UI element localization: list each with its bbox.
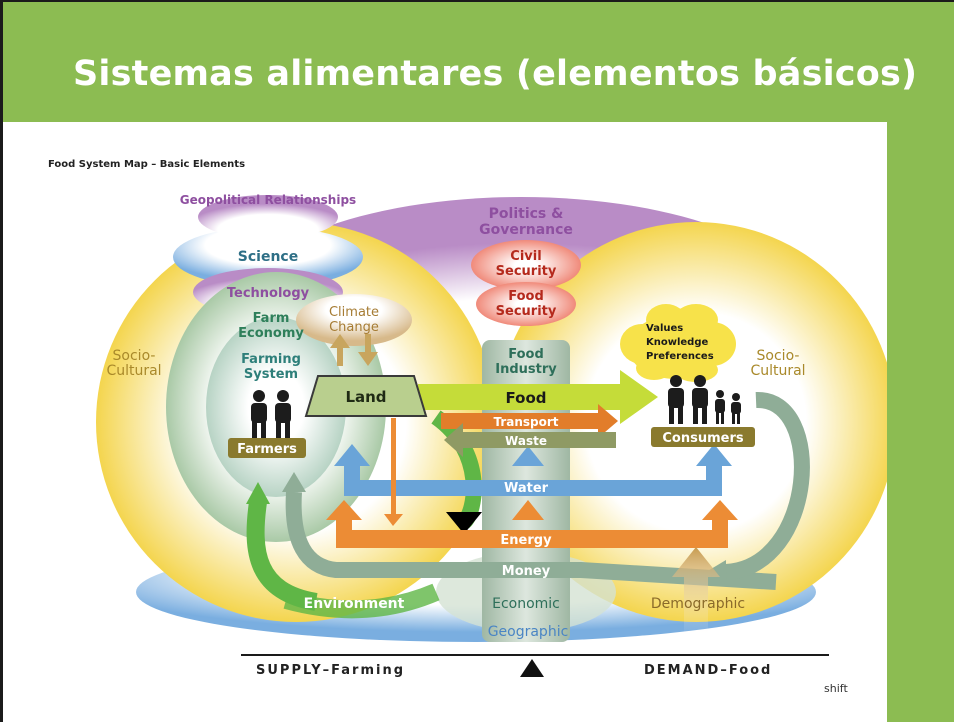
climate-up-stem — [337, 344, 343, 366]
socio-cultural-left-label-2: Cultural — [106, 363, 161, 379]
politics-label-2: Governance — [479, 222, 573, 238]
supply-label: SUPPLY–Farming — [256, 663, 405, 678]
farming-system-label-1: Farming — [241, 352, 301, 367]
land-box — [304, 375, 428, 417]
money-arrow — [285, 491, 777, 590]
diagram-heading: Food System Map – Basic Elements — [48, 159, 245, 170]
food-security-label-1: Food — [508, 289, 544, 304]
geographic-label: Geographic — [488, 624, 569, 640]
energy-center-arrowhead — [512, 500, 544, 520]
environment-arrowhead — [446, 512, 482, 534]
title-bar: Sistemas alimentares (elementos básicos) — [0, 0, 954, 122]
climate-up-arrowhead — [330, 334, 350, 348]
preferences-label: Preferences — [646, 351, 714, 362]
water-label: Water — [504, 481, 549, 496]
climate-down-arrowhead — [358, 352, 378, 366]
science-label: Science — [238, 249, 298, 265]
food-arrow — [418, 384, 623, 410]
shift-logo: shift — [824, 682, 848, 695]
climate-change-label-1: Climate — [329, 305, 379, 320]
fulcrum-icon — [520, 659, 544, 677]
science-band — [173, 227, 363, 287]
land-energy-stem — [391, 418, 396, 518]
socio-cultural-right-label-2: Cultural — [750, 363, 805, 379]
energy-right-arrowhead — [702, 500, 738, 520]
transport-arrow — [441, 413, 599, 429]
water-arrow — [354, 480, 714, 496]
money-arrowhead — [282, 472, 306, 492]
water-center-arrowhead — [512, 446, 544, 466]
transport-label: Transport — [493, 415, 558, 429]
waste-arrowhead — [444, 423, 463, 457]
water-left-arrowhead — [334, 444, 370, 466]
values-label: Values — [646, 323, 683, 334]
values-cloud — [620, 304, 736, 382]
farm-economy-label-1: Farm — [253, 311, 290, 326]
food-system-diagram: Food System Map – Basic Elements Geopoli… — [48, 159, 887, 695]
farmers-label: Farmers — [237, 442, 297, 457]
geopolitical-label: Geopolitical Relationships — [180, 193, 356, 207]
water-right-stem — [706, 462, 722, 496]
food-industry-label-1: Food — [508, 347, 544, 362]
slide-border — [0, 0, 3, 722]
energy-left-arrowhead — [326, 500, 362, 520]
energy-arrow — [344, 530, 722, 548]
consumers-box — [651, 427, 755, 447]
socio-cultural-right-label-1: Socio- — [757, 348, 800, 364]
food-industry-label-2: Industry — [495, 362, 557, 377]
socio-cultural-left-label-1: Socio- — [113, 348, 156, 364]
demand-label: DEMAND–Food — [644, 663, 772, 678]
climate-change-band — [296, 294, 412, 346]
money-right-loop — [725, 391, 810, 580]
economic-label: Economic — [492, 596, 560, 612]
civil-security-cloud — [471, 240, 581, 290]
food-arrowhead — [620, 370, 658, 424]
environment-base — [283, 583, 440, 619]
land-label: Land — [345, 388, 386, 406]
food-security-cloud — [476, 282, 576, 326]
food-label: Food — [506, 389, 547, 407]
energy-label: Energy — [500, 533, 552, 548]
consumers-figures — [668, 375, 741, 424]
farm-economy-label-2: Economy — [238, 326, 304, 341]
land-energy-arrowhead — [384, 514, 403, 526]
climate-down-stem — [365, 334, 371, 356]
environment-loop-arrowhead — [246, 482, 270, 504]
waste-label: Waste — [505, 434, 547, 448]
demographic-label: Demographic — [651, 596, 745, 612]
accent-band — [887, 122, 954, 722]
money-label: Money — [502, 564, 551, 579]
energy-right-stem — [712, 517, 728, 548]
geopolitical-band — [198, 195, 338, 239]
politics-label-1: Politics & — [489, 206, 564, 222]
water-left-stem — [344, 462, 360, 496]
slide-title: Sistemas alimentares (elementos básicos) — [73, 54, 918, 94]
civil-security-label-2: Security — [496, 264, 557, 279]
food-security-label-2: Security — [496, 304, 557, 319]
climate-change-label-2: Change — [329, 320, 379, 335]
waste-arrow — [461, 432, 616, 448]
transport-arrowhead — [598, 404, 618, 438]
knowledge-label: Knowledge — [646, 337, 709, 348]
farming-system-label-2: System — [244, 367, 298, 382]
energy-left-stem — [336, 517, 352, 548]
consumers-label: Consumers — [662, 431, 743, 446]
farmers-box — [228, 438, 306, 458]
civil-security-label-1: Civil — [510, 249, 541, 264]
water-right-arrowhead — [696, 444, 732, 466]
environment-label: Environment — [304, 596, 405, 612]
technology-label: Technology — [227, 286, 310, 301]
farmers-figures — [251, 390, 291, 439]
demographic-arrow — [672, 547, 720, 637]
